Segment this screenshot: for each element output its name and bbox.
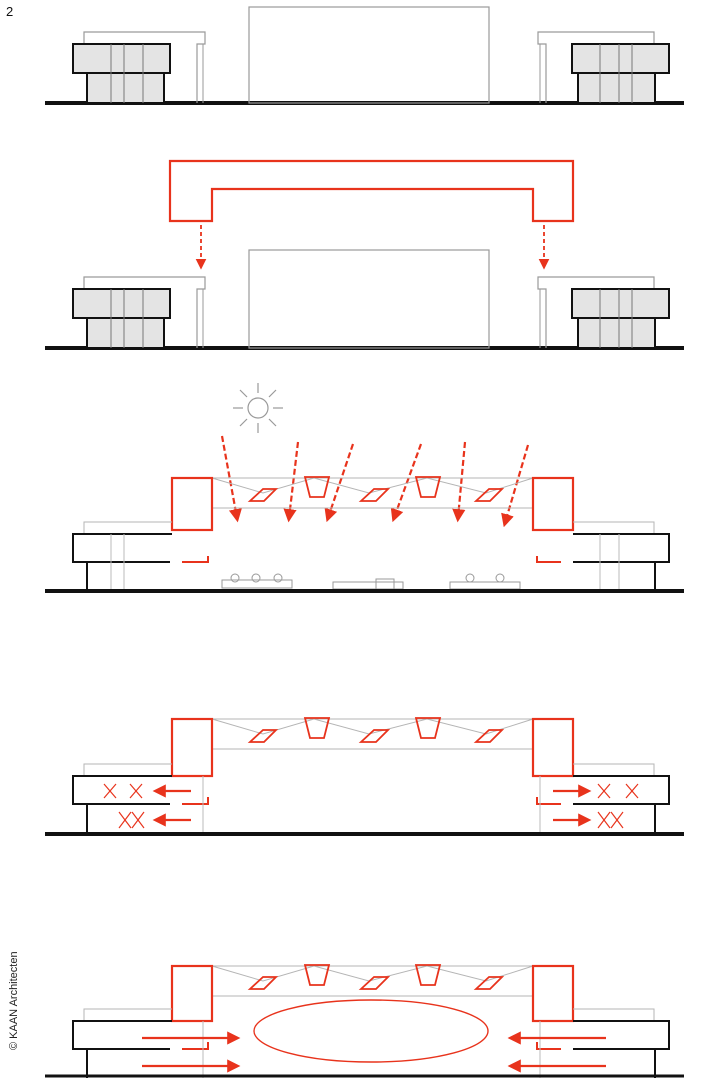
skylights (247, 964, 505, 990)
central-hall (248, 249, 490, 349)
panel-5-circulation (45, 964, 684, 1078)
tower-right (531, 717, 575, 778)
panel-2-roof-insertion (45, 159, 684, 350)
tower-right (531, 476, 575, 532)
skylights (247, 476, 505, 502)
skylights (247, 717, 505, 743)
central-hall (248, 6, 490, 104)
page-number: 2 (6, 4, 14, 19)
new-roof-structure (168, 159, 575, 223)
activity-zone-ellipse (253, 999, 489, 1063)
tower-left (170, 476, 214, 532)
tower-left (170, 964, 214, 1023)
left-wing (72, 31, 206, 104)
daylight-arrows (220, 435, 530, 528)
panel-4-ventilation (45, 717, 684, 836)
sun-icon (233, 383, 283, 433)
fan-icon (597, 783, 639, 829)
tower-right (531, 964, 575, 1023)
panel-3-daylight (45, 383, 684, 593)
left-wing (72, 521, 209, 591)
right-wing (537, 31, 670, 104)
right-wing (536, 763, 670, 834)
tower-left (170, 717, 214, 778)
right-wing (536, 521, 670, 591)
right-wing (507, 1008, 670, 1078)
panel-1-existing (45, 6, 684, 105)
left-wing (72, 276, 206, 349)
left-wing (72, 763, 209, 834)
furniture (221, 573, 521, 590)
left-wing (72, 1008, 241, 1078)
fan-icon (103, 783, 145, 829)
right-wing (537, 276, 670, 349)
